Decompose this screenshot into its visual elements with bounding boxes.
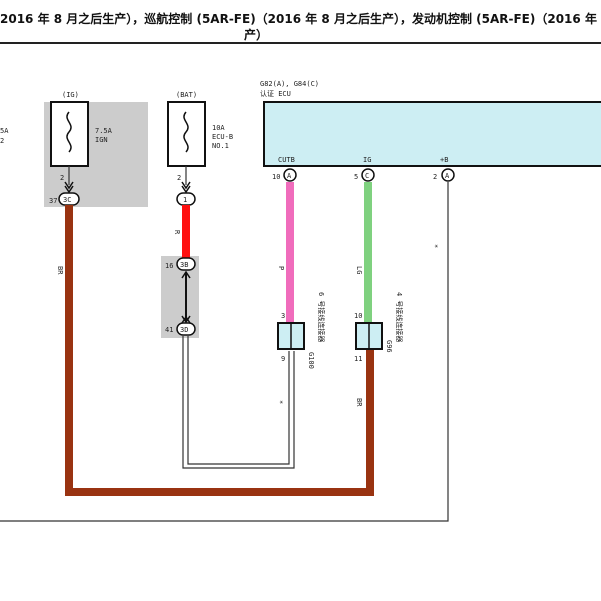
ecu-terminal-plusb-conn: A bbox=[445, 172, 450, 180]
wire-label-plain-b: * bbox=[431, 244, 439, 248]
ig-fuse-name: IGN bbox=[95, 136, 108, 144]
ecu-body bbox=[263, 101, 601, 167]
ecu-title: G82(A), G84(C) bbox=[260, 80, 319, 88]
ig-joint-pin: 37 bbox=[49, 197, 57, 205]
header-line-1: 2016 年 8 月之后生产），巡航控制 (5AR-FE)（2016 年 8 月… bbox=[0, 12, 601, 26]
ecu-terminal-ig-pin: 5 bbox=[354, 173, 358, 181]
wire-plain-g100-b bbox=[187, 336, 290, 465]
junction-bottom-oval bbox=[176, 322, 196, 336]
g96-pin-out: 11 bbox=[354, 355, 362, 363]
g96-connector-id: G96 bbox=[385, 340, 393, 353]
ecu-name: 认证 ECU bbox=[260, 89, 291, 98]
wire-plain-plus-b bbox=[0, 182, 449, 522]
bat-fuse-rating: 10A bbox=[212, 124, 225, 132]
wire-label-left-br: BR bbox=[56, 266, 64, 275]
bat-joint-label: 1 bbox=[183, 196, 187, 204]
bat-fuse-name: ECU-B bbox=[212, 133, 233, 141]
ecu-terminal-ig-name: IG bbox=[363, 156, 371, 164]
ecu-terminal-cutb-circle bbox=[283, 168, 297, 182]
wire-label-ig-lg: LG bbox=[355, 266, 363, 274]
bat-fuse-icon bbox=[183, 111, 189, 153]
ecu-terminal-cutb-name: CUTB bbox=[278, 156, 295, 164]
ecu-terminal-ig-conn: C bbox=[365, 172, 369, 180]
ig-joint-label: 3C bbox=[63, 196, 71, 204]
ecu-terminal-cutb-pin: 10 bbox=[272, 173, 280, 181]
wire-label-bat-r: R bbox=[173, 230, 181, 235]
junction-top-pin: 16 bbox=[165, 262, 173, 270]
ig-fuse-icon bbox=[66, 111, 72, 153]
wire-plain-g100-a bbox=[182, 336, 295, 469]
bat-bus-label: (BAT) bbox=[176, 91, 197, 99]
junction-lower-arrow-icon bbox=[181, 315, 191, 324]
ig-fuse-body bbox=[50, 101, 89, 167]
bat-fuse-name2: NO.1 bbox=[212, 142, 229, 150]
g100-connector-desc: 6 号接线连接器 bbox=[317, 292, 326, 342]
ecu-terminal-plusb-pin: 2 bbox=[433, 173, 437, 181]
ecu-terminal-plusb-name: +B bbox=[440, 156, 448, 164]
page-header: 2016 年 8 月之后生产），巡航控制 (5AR-FE)（2016 年 8 月… bbox=[0, 0, 601, 44]
ig-fuse-pin: 2 bbox=[60, 174, 64, 182]
junction-bottom-pin: 41 bbox=[165, 326, 173, 334]
left-cut-label-1: 5A bbox=[0, 127, 9, 135]
bat-fuse-pin: 2 bbox=[177, 174, 181, 182]
ig-fuse-rating: 7.5A bbox=[95, 127, 113, 135]
g96-connector-desc: 4 号接线连接器 bbox=[395, 292, 404, 342]
g100-connector-id: G100 bbox=[307, 352, 315, 369]
ecu-terminal-cutb-conn: A bbox=[287, 172, 292, 180]
ecu-terminal-plusb-circle bbox=[441, 168, 455, 182]
wire-label-plain-a: * bbox=[276, 400, 284, 404]
wire-label-g96-br: BR bbox=[355, 398, 363, 407]
header-rule bbox=[0, 42, 601, 44]
ig-terminal-arrow-icon bbox=[64, 181, 74, 194]
wire-br-main bbox=[65, 205, 374, 496]
g96-pin-in: 10 bbox=[354, 312, 362, 320]
ecu-terminal-ig-circle bbox=[361, 168, 375, 182]
g100-pin-out: 9 bbox=[281, 355, 285, 363]
header-line-2: 产） bbox=[244, 28, 269, 42]
wire-label-cutb-p: P bbox=[277, 266, 285, 270]
ig-bus-label: (IG) bbox=[62, 91, 79, 99]
left-cut-label-2: 2 bbox=[0, 137, 4, 145]
g100-pin-in: 3 bbox=[281, 312, 285, 320]
bat-terminal-arrow-icon bbox=[181, 181, 191, 194]
junction-arrows-icon bbox=[181, 270, 191, 324]
junction-bottom-label: 3D bbox=[180, 326, 188, 334]
junction-top-oval bbox=[176, 257, 196, 271]
junction-top-label: 3B bbox=[180, 261, 188, 269]
bat-fuse-body bbox=[167, 101, 206, 167]
